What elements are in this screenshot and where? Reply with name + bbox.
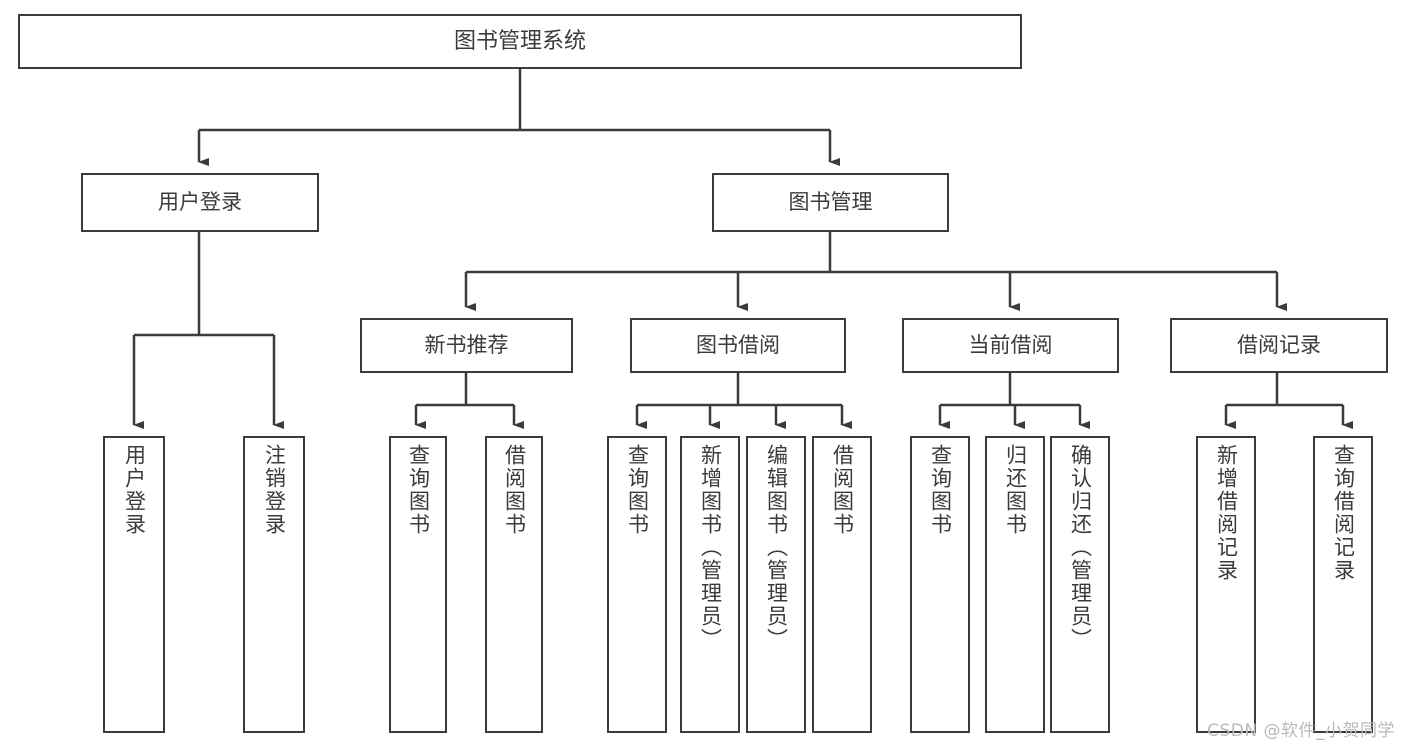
node-label: 用户登录 <box>122 444 147 536</box>
leaf-node[interactable]: 注销登录 <box>243 436 305 733</box>
tree-connectors <box>132 69 1353 429</box>
node-book-borrowing[interactable]: 图书借阅 <box>630 318 846 373</box>
node-label: 图书管理 <box>788 190 873 215</box>
node-label: 确认归还（管理员） <box>1068 444 1093 651</box>
node-label: 查询图书 <box>625 444 650 536</box>
node-label: 查询图书 <box>406 444 431 536</box>
node-new-book-recommendation[interactable]: 新书推荐 <box>360 318 573 373</box>
node-book-management[interactable]: 图书管理 <box>712 173 949 232</box>
node-label: 新增图书（管理员） <box>698 444 723 651</box>
node-root-system[interactable]: 图书管理系统 <box>18 14 1022 69</box>
node-label: 新书推荐 <box>424 333 509 358</box>
leaf-node[interactable]: 新增借阅记录 <box>1196 436 1256 733</box>
leaf-node[interactable]: 用户登录 <box>103 436 165 733</box>
node-label: 借阅记录 <box>1237 333 1321 358</box>
watermark: CSDN @软件_小贺同学 <box>1207 721 1395 741</box>
leaf-node[interactable]: 确认归还（管理员） <box>1050 436 1110 733</box>
node-label: 注销登录 <box>262 444 287 536</box>
node-label: 借阅图书 <box>502 444 527 536</box>
leaf-node[interactable]: 查询图书 <box>607 436 667 733</box>
leaf-node[interactable]: 查询图书 <box>910 436 970 733</box>
node-label: 用户登录 <box>158 190 242 215</box>
node-label: 图书借阅 <box>696 333 780 358</box>
node-label: 归还图书 <box>1003 444 1028 536</box>
leaf-node[interactable]: 编辑图书（管理员） <box>746 436 806 733</box>
node-label: 借阅图书 <box>830 444 855 536</box>
node-label: 编辑图书（管理员） <box>764 444 789 651</box>
node-current-borrowing[interactable]: 当前借阅 <box>902 318 1119 373</box>
node-label: 新增借阅记录 <box>1214 444 1239 582</box>
leaf-node[interactable]: 新增图书（管理员） <box>680 436 740 733</box>
node-user-login[interactable]: 用户登录 <box>81 173 319 232</box>
node-borrowing-records[interactable]: 借阅记录 <box>1170 318 1388 373</box>
leaf-node[interactable]: 归还图书 <box>985 436 1045 733</box>
leaf-node[interactable]: 借阅图书 <box>485 436 543 733</box>
node-label: 查询借阅记录 <box>1331 444 1356 582</box>
node-label: 查询图书 <box>928 444 953 536</box>
node-label: 当前借阅 <box>968 333 1053 358</box>
leaf-node[interactable]: 查询借阅记录 <box>1313 436 1373 733</box>
node-label: 图书管理系统 <box>453 28 586 54</box>
leaf-node[interactable]: 查询图书 <box>389 436 447 733</box>
leaf-node[interactable]: 借阅图书 <box>812 436 872 733</box>
